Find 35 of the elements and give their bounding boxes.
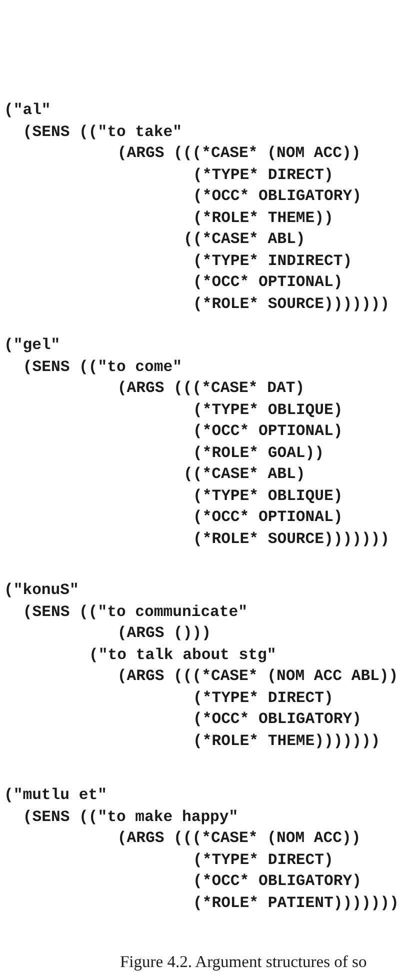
code-line: ("to talk about stg" [89, 646, 276, 664]
code-line: ((*CASE* ABL) [184, 230, 306, 248]
code-line: ("al" [4, 101, 51, 119]
figure-caption: Figure 4.2. Argument structures of so [120, 952, 367, 972]
code-line: (*ROLE* GOAL)) [193, 444, 324, 462]
code-line: (ARGS (((*CASE* (NOM ACC)) [117, 144, 361, 162]
code-line: (ARGS (((*CASE* (NOM ACC)) [117, 829, 361, 847]
code-line: (*OCC* OPTIONAL) [193, 273, 343, 291]
code-line: (*OCC* OBLIGATORY) [193, 187, 362, 205]
code-line: (ARGS (((*CASE* (NOM ACC ABL)) [117, 667, 398, 685]
code-line: (*OCC* OPTIONAL) [193, 508, 343, 526]
code-line: (*ROLE* PATIENT))))))) [193, 894, 399, 912]
code-line: (*ROLE* THEME)) [193, 208, 334, 226]
code-line: (*TYPE* DIRECT) [193, 850, 334, 868]
code-line: (*TYPE* DIRECT) [193, 166, 334, 184]
code-line: (*ROLE* SOURCE))))))) [193, 294, 390, 312]
code-line: (*TYPE* INDIRECT) [193, 252, 352, 270]
code-line: (*TYPE* OBLIQUE) [193, 400, 343, 418]
code-line: (SENS (("to communicate" [22, 602, 248, 620]
code-line: ((*CASE* ABL) [184, 465, 306, 483]
code-line: (ARGS (((*CASE* DAT) [117, 379, 305, 397]
code-line: ("mutlu et" [4, 786, 107, 804]
code-line: (*OCC* OBLIGATORY) [193, 710, 362, 728]
code-line: (*OCC* OPTIONAL) [193, 422, 343, 440]
code-line: (ARGS ())) [117, 624, 211, 642]
code-line: (SENS (("to come" [22, 358, 182, 376]
code-line: (SENS (("to take" [22, 122, 182, 140]
code-line: (SENS (("to make happy" [22, 808, 238, 826]
code-line: (*TYPE* OBLIQUE) [193, 486, 343, 504]
code-line: (*ROLE* THEME))))))) [193, 732, 380, 750]
code-line: (*OCC* OBLIGATORY) [193, 872, 362, 890]
code-line: ("konuS" [4, 581, 79, 599]
code-line: (*ROLE* SOURCE))))))) [193, 530, 390, 548]
code-line: (*TYPE* DIRECT) [193, 688, 334, 706]
code-line: ("gel" [4, 336, 60, 354]
